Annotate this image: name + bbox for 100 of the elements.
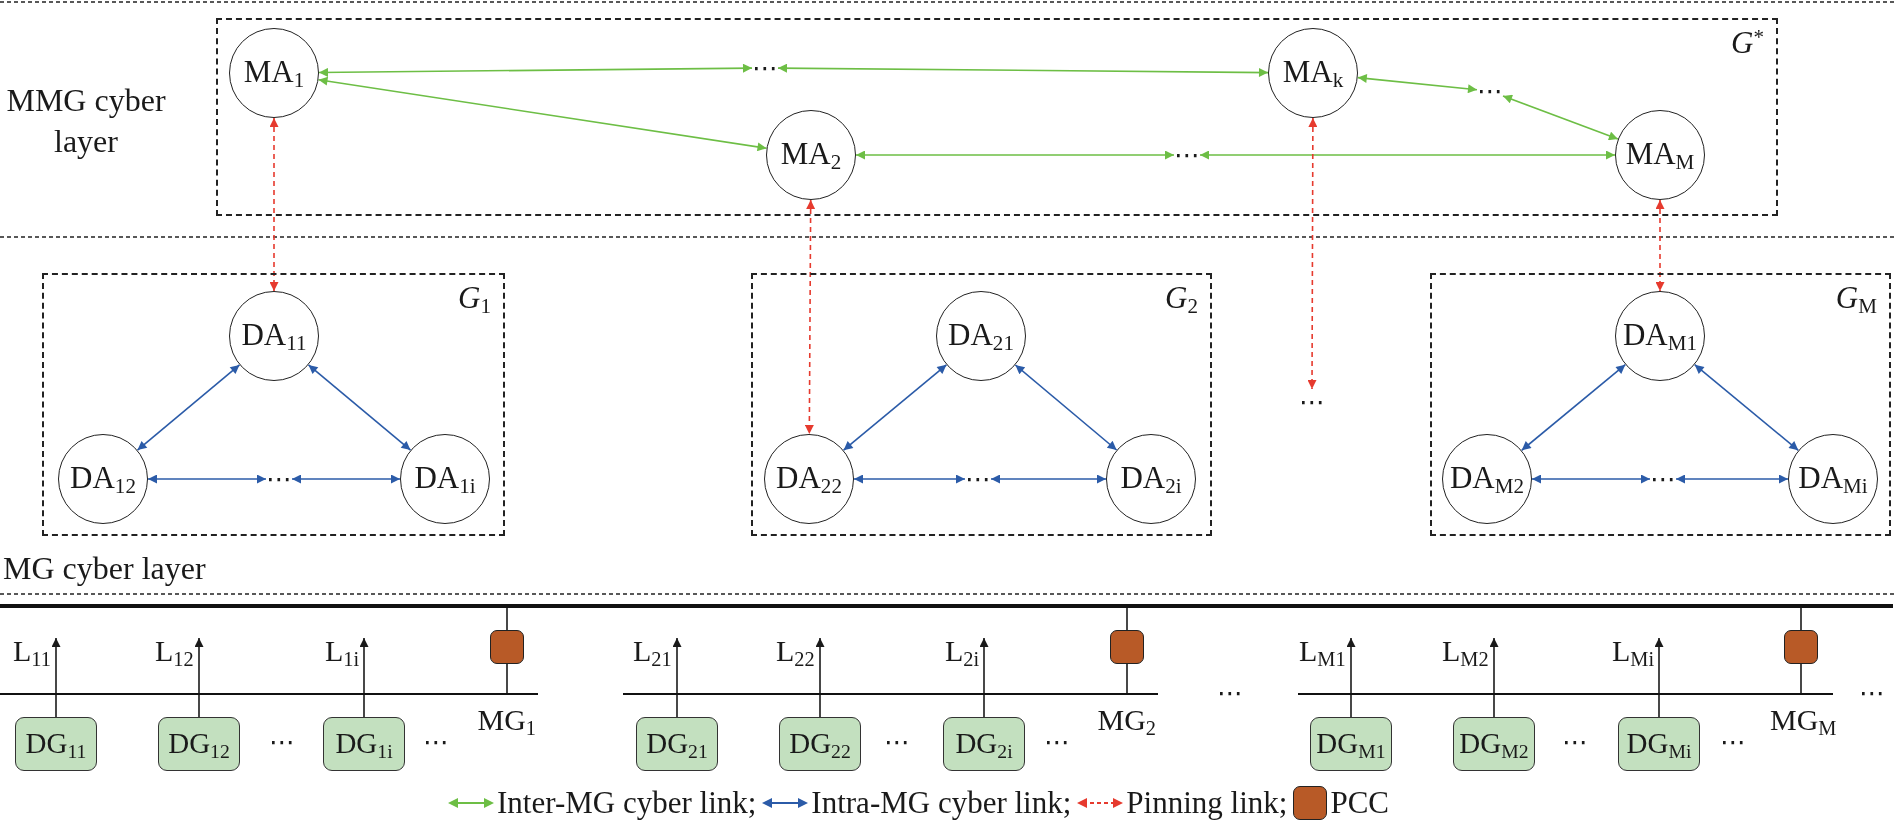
arrow: [1531, 474, 1651, 484]
ellipsis: ⋯: [423, 729, 449, 755]
ellipsis: ⋯: [1174, 142, 1200, 168]
arrow: [979, 637, 989, 694]
arrow: [269, 117, 279, 292]
generator-box: DG$_{12}$: [158, 717, 240, 771]
generator-box: DG$_{1i}$: [323, 717, 405, 771]
arrow: [804, 199, 816, 435]
agent-circle: MA$_{1}$: [229, 28, 319, 118]
agent-circle: DA$_{11}$: [229, 291, 319, 381]
arrow: [1502, 94, 1619, 141]
pcc-icon: [490, 630, 524, 664]
arrow: [815, 637, 825, 694]
layer-label: MMG cyber layer: [5, 81, 167, 161]
pcc-icon: [1784, 630, 1818, 664]
arrow: [853, 474, 966, 484]
arrow: [194, 637, 204, 694]
connector-line: [1126, 607, 1128, 631]
arrow: [1654, 637, 1664, 694]
legend-label: Pinning link;: [1126, 785, 1288, 821]
ellipsis: ⋯: [266, 466, 292, 492]
agent-circle: DA$_{12}$: [58, 434, 148, 524]
bus-bar: [0, 604, 1893, 608]
connector-line: [1126, 663, 1128, 694]
ellipsis: ⋯: [965, 466, 991, 492]
load-label: L$_{21}$: [633, 634, 672, 667]
load-label: L$_{M1}$: [1299, 634, 1346, 667]
group-frame: [42, 273, 505, 536]
agent-circle: DA$_{M1}$: [1615, 291, 1705, 381]
arrow: [1655, 199, 1665, 292]
connector-line: [55, 694, 57, 718]
ellipsis: ⋯: [1044, 729, 1070, 755]
bus-label: MG$_{M}$: [1770, 702, 1837, 736]
arrow: [291, 474, 401, 484]
arrow: [1014, 364, 1118, 451]
generator-box: DG$_{11}$: [15, 717, 97, 771]
connector-line: [506, 663, 508, 694]
group-frame: [216, 18, 1778, 216]
ellipsis: ⋯: [752, 55, 778, 81]
connector-line: [983, 694, 985, 718]
arrow: [777, 63, 1269, 77]
agent-circle: MA$_{k}$: [1268, 28, 1358, 118]
group-label: G$_{1}$: [458, 281, 491, 316]
arrow: [307, 364, 412, 451]
arrow: [1199, 150, 1616, 160]
agent-circle: DA$_{Mi}$: [1788, 434, 1878, 524]
load-label: L$_{22}$: [776, 634, 815, 667]
connector-line: [198, 694, 200, 718]
agent-circle: DA$_{22}$: [764, 434, 854, 524]
ellipsis: ⋯: [884, 729, 910, 755]
arrow: [1675, 474, 1789, 484]
load-label: L$_{12}$: [155, 634, 194, 667]
connector-line: [1800, 663, 1802, 694]
arrow: [1489, 637, 1499, 694]
ellipsis: ⋯: [1217, 680, 1243, 706]
agent-circle: DA$_{21}$: [936, 291, 1026, 381]
connector-line: [363, 694, 365, 718]
arrow: [359, 637, 369, 694]
generator-box: DG$_{2i}$: [943, 717, 1025, 771]
ellipsis: ⋯: [269, 729, 295, 755]
group-label: G$_{M}$: [1835, 281, 1877, 316]
pcc-icon: [1110, 630, 1144, 664]
ellipsis: ⋯: [1299, 389, 1325, 415]
group-label: G$^{*}$: [1731, 26, 1764, 61]
bus-label: MG$_{1}$: [477, 702, 537, 736]
load-label: L$_{1i}$: [325, 634, 360, 667]
group-frame: [751, 273, 1212, 536]
connector-line: [676, 694, 678, 718]
connector-line: [1493, 694, 1495, 718]
generator-box: DG$_{Mi}$: [1618, 717, 1700, 771]
arrow: [842, 364, 948, 451]
generator-box: DG$_{M2}$: [1453, 717, 1535, 771]
legend-label: Inter-MG cyber link;: [497, 785, 757, 821]
agent-circle: DA$_{2i}$: [1106, 434, 1196, 524]
connector-line: [1800, 607, 1802, 631]
arrow: [317, 76, 768, 152]
load-label: L$_{Mi}$: [1612, 634, 1655, 667]
arrow: [147, 474, 267, 484]
legend-label: Intra-MG cyber link;: [811, 785, 1072, 821]
arrow: [1357, 74, 1478, 94]
agent-circle: MA$_{M}$: [1615, 110, 1705, 200]
connector-line: [819, 694, 821, 718]
generator-box: DG$_{21}$: [636, 717, 718, 771]
load-label: L$_{2i}$: [945, 634, 980, 667]
arrow: [1307, 117, 1318, 390]
arrow: [990, 474, 1107, 484]
load-label: L$_{M2}$: [1442, 634, 1489, 667]
ellipsis: ⋯: [1650, 466, 1676, 492]
bus-label: MG$_{2}$: [1097, 702, 1157, 736]
arrow: [1520, 363, 1627, 452]
arrow: [318, 63, 753, 77]
connector-line: [506, 607, 508, 631]
ellipsis: ⋯: [1720, 729, 1746, 755]
ellipsis: ⋯: [1477, 78, 1503, 104]
load-label: L$_{11}$: [13, 634, 51, 667]
arrow: [672, 637, 682, 694]
agent-circle: DA$_{M2}$: [1442, 434, 1532, 524]
ellipsis: ⋯: [1562, 729, 1588, 755]
arrow: [51, 637, 61, 694]
group-label: G$_{2}$: [1165, 281, 1198, 316]
